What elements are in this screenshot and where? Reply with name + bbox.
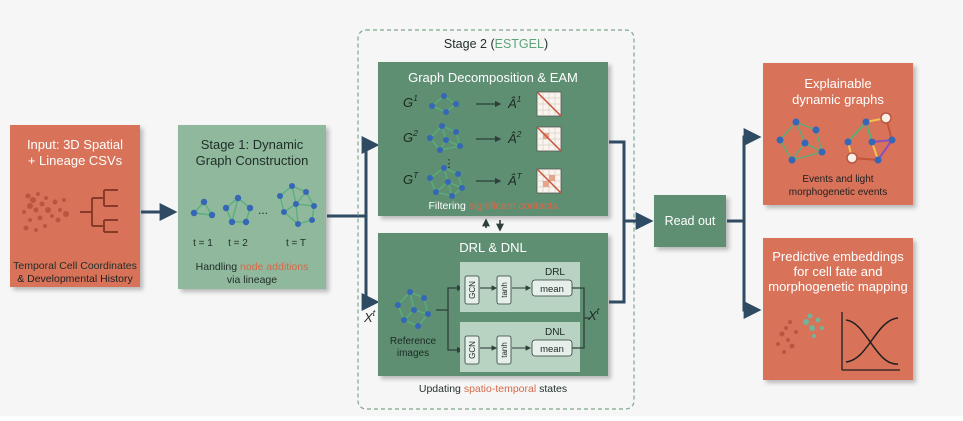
output-bottom-title-line1: Predictive embeddings [772, 249, 904, 264]
decomp-row-2: G2 Â2 [403, 123, 562, 153]
stage1-caption-line2: via lineage [227, 274, 277, 286]
readout-label: Read out [665, 214, 716, 228]
stage1-ellipsis: ... [258, 203, 268, 217]
stage1-caption-highlight: node additions [240, 261, 308, 273]
gcn-label-bottom: GCN [468, 341, 477, 359]
xt-right-label: Xt [587, 306, 600, 323]
g2-label: G2 [403, 128, 418, 145]
label-t1: t = 1 [193, 238, 213, 249]
input-title-line1: Input: 3D Spatial [27, 137, 123, 152]
g1-label: G1 [403, 93, 418, 110]
graph-tT-icon [277, 183, 317, 227]
drl-branch-label: DRL [545, 267, 565, 278]
decomposition-caption-highlight: significant contacts [469, 200, 558, 212]
explainable-graph-left-icon [776, 118, 826, 164]
mean-label-top: mean [540, 284, 564, 295]
lineage-tree-icon [80, 189, 118, 233]
dnl-branch: DNL GCN tanh mean [460, 322, 580, 372]
a2-label: Â2 [507, 129, 522, 146]
output-explainable-box: Explainable dynamic graphs [763, 63, 913, 205]
stage2-title-highlight: ESTGEL [495, 37, 544, 51]
matrix-a1-icon [536, 91, 562, 117]
gcn-label-top: GCN [468, 281, 477, 299]
input-title-line2: + Lineage CSVs [28, 153, 123, 168]
label-tT: t = T [286, 238, 306, 249]
stage1-title-line1: Stage 1: Dynamic [201, 137, 304, 152]
decomposition-title: Graph Decomposition & EAM [408, 70, 578, 85]
reference-graph-icon [395, 289, 431, 329]
output-top-bg [763, 63, 913, 205]
graph-t2-icon [222, 194, 254, 226]
a1-label: Â1 [507, 94, 522, 111]
stage1-caption-prefix: Handling [196, 261, 240, 273]
readout-box: Read out [654, 195, 726, 247]
tanh-block-bottom [496, 335, 512, 365]
vdots: ⋮ [444, 158, 455, 170]
arrow-readout-to-outputs [727, 128, 762, 319]
decomp-row-T: GT ÂT [403, 165, 562, 199]
drl-dnl-box: DRL & DNL Reference images DRL GCN tanh [378, 233, 608, 395]
gcn-block-bottom [464, 335, 480, 365]
stage1-caption-line1: Handling node additions [196, 261, 309, 273]
matrix-aT-icon [536, 168, 562, 194]
input-caption-line2: & Developmental History [17, 273, 133, 285]
output-bottom-bg [763, 238, 913, 380]
dnl-branch-label: DNL [545, 327, 565, 338]
branch-connectors [436, 284, 464, 354]
readout-box-bg [654, 195, 726, 247]
reference-line2: images [397, 348, 429, 359]
input-caption-line1: Temporal Cell Coordinates [13, 260, 137, 272]
gcn-block-top [464, 275, 480, 305]
stage2-frame [357, 29, 635, 410]
arrow-stage1-to-stage2 [327, 136, 380, 311]
decomposition-caption: Filtering significant contacts [429, 200, 558, 212]
output-top-caption-line2: morphogenetic events [789, 187, 887, 198]
decomposition-box: Graph Decomposition & EAM G1 Â1 G2 Â2 [378, 62, 608, 216]
tanh-label-bottom: tanh [500, 342, 509, 358]
stage1-box: Stage 1: Dynamic Graph Construction ... [178, 125, 326, 289]
output-top-caption-line1: Events and light [802, 174, 873, 185]
drl-caption: Updating spatio-temporal states [419, 383, 567, 395]
graph-t1-icon [190, 198, 216, 219]
reference-line1: Reference [390, 336, 437, 347]
output-bottom-title-line3: morphogenetic mapping [768, 279, 907, 294]
output-bottom-title-line2: for cell fate and [794, 264, 883, 279]
output-top-title-line2: dynamic graphs [792, 92, 884, 107]
label-t2: t = 2 [228, 238, 248, 249]
embedding-scatter-icon [776, 313, 824, 354]
output-top-title-line1: Explainable [804, 76, 871, 91]
mean-label-bottom: mean [540, 344, 564, 355]
merge-connectors [572, 287, 590, 349]
trajectory-plot-icon [841, 312, 900, 371]
xt-left-label: Xt [363, 308, 376, 325]
explainable-graph-right-icon [844, 112, 896, 164]
aT-label: ÂT [507, 171, 523, 188]
input-box: Input: 3D Spatial + Lineage CSVs Tempora… [10, 125, 140, 287]
drl-dnl-title: DRL & DNL [459, 240, 526, 255]
drl-branch: DRL GCN tanh mean [460, 262, 580, 312]
stage2-title: Stage 2 (ESTGEL) [444, 37, 548, 51]
output-predictive-box: Predictive embeddings for cell fate and … [763, 238, 913, 380]
decomp-row-1: G1 Â1 [403, 91, 562, 117]
drl-caption-highlight: spatio-temporal [464, 383, 536, 395]
tanh-label-top: tanh [500, 282, 509, 298]
tanh-block-top [496, 275, 512, 305]
stage1-title-line2: Graph Construction [196, 153, 309, 168]
cell-cluster-icon [22, 192, 69, 232]
arrow-stage2-to-readout [609, 140, 654, 304]
matrix-a2-icon [536, 126, 562, 152]
gT-label: GT [403, 170, 419, 187]
